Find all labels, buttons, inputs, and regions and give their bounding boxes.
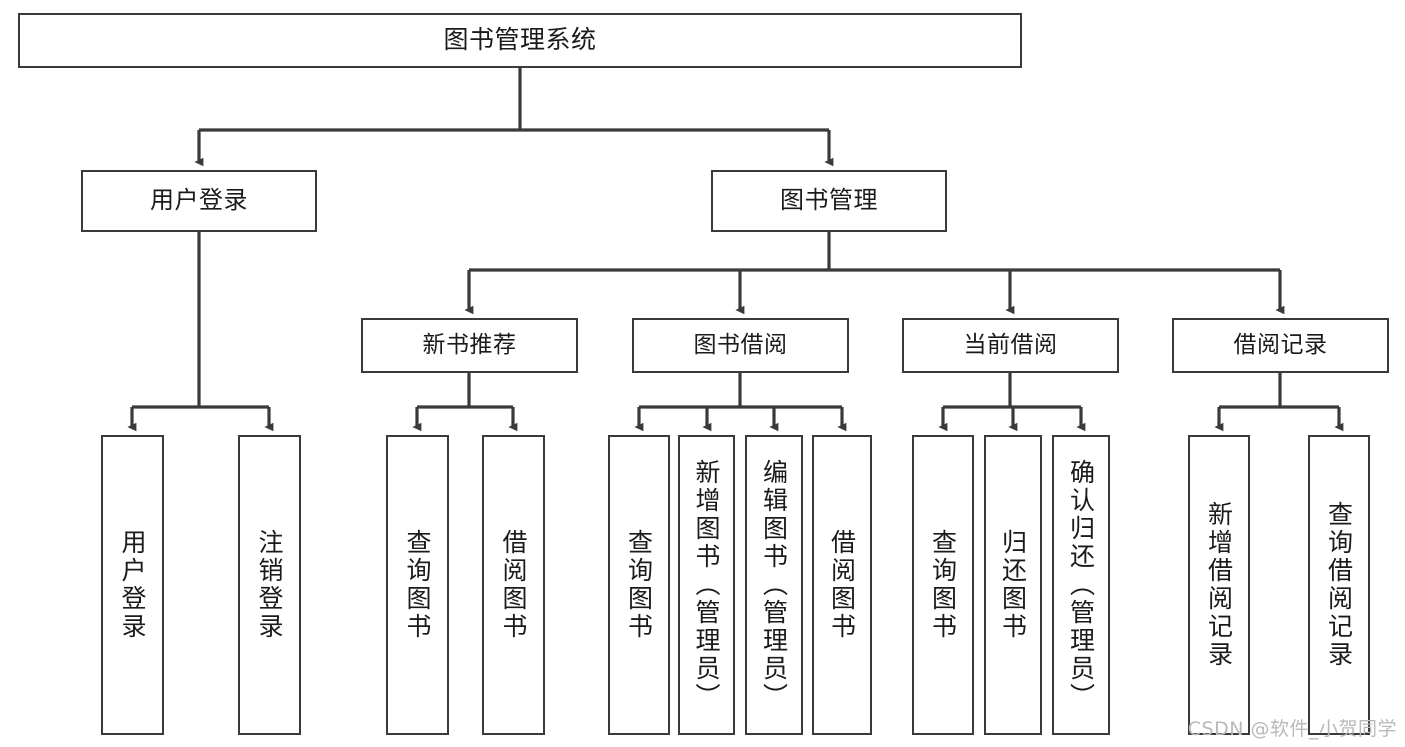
node-borrow-record[interactable]: 借阅记录: [1172, 318, 1389, 373]
node-borrow-record-label: 借阅记录: [1233, 332, 1328, 359]
node-book-borrow[interactable]: 图书借阅: [632, 318, 849, 373]
node-leaf-return-book-label: 归还图书: [998, 529, 1028, 641]
node-leaf-confirm-return-label: 确认归还（管理员）: [1066, 459, 1096, 711]
watermark-text: CSDN @软件_小贺同学: [1187, 718, 1397, 740]
node-leaf-add-record[interactable]: 新增借阅记录: [1188, 435, 1250, 735]
node-leaf-edit-book-label: 编辑图书（管理员）: [759, 459, 789, 711]
node-leaf-borrow-book-rec[interactable]: 借阅图书: [482, 435, 545, 735]
node-book-manage-label: 图书管理: [780, 186, 878, 215]
node-leaf-borrow-book-brw[interactable]: 借阅图书: [812, 435, 872, 735]
node-leaf-add-record-label: 新增借阅记录: [1204, 501, 1234, 669]
node-new-book-recommend[interactable]: 新书推荐: [361, 318, 578, 373]
node-leaf-query-book-brw[interactable]: 查询图书: [608, 435, 670, 735]
node-root-label: 图书管理系统: [443, 25, 597, 55]
node-leaf-user-login[interactable]: 用户登录: [101, 435, 164, 735]
node-leaf-query-book-cur[interactable]: 查询图书: [912, 435, 974, 735]
node-book-manage[interactable]: 图书管理: [711, 170, 947, 232]
node-leaf-query-book-brw-label: 查询图书: [624, 529, 654, 641]
node-leaf-logout-label: 注销登录: [255, 529, 284, 641]
node-leaf-query-book-rec[interactable]: 查询图书: [386, 435, 449, 735]
node-leaf-edit-book[interactable]: 编辑图书（管理员）: [745, 435, 803, 735]
node-leaf-query-book-cur-label: 查询图书: [928, 529, 958, 641]
node-leaf-query-record-label: 查询借阅记录: [1324, 501, 1354, 669]
node-leaf-query-record[interactable]: 查询借阅记录: [1308, 435, 1370, 735]
node-leaf-logout[interactable]: 注销登录: [238, 435, 301, 735]
node-leaf-borrow-book-brw-label: 借阅图书: [827, 529, 857, 641]
node-current-borrow[interactable]: 当前借阅: [902, 318, 1119, 373]
node-leaf-user-login-label: 用户登录: [118, 529, 147, 641]
node-leaf-confirm-return[interactable]: 确认归还（管理员）: [1052, 435, 1110, 735]
node-leaf-borrow-book-rec-label: 借阅图书: [499, 529, 528, 641]
node-leaf-add-book[interactable]: 新增图书（管理员）: [678, 435, 735, 735]
node-leaf-query-book-rec-label: 查询图书: [403, 529, 432, 641]
node-user-login-label: 用户登录: [150, 186, 248, 215]
node-leaf-return-book[interactable]: 归还图书: [984, 435, 1042, 735]
node-book-borrow-label: 图书借阅: [693, 332, 788, 359]
node-user-login[interactable]: 用户登录: [81, 170, 317, 232]
node-root[interactable]: 图书管理系统: [18, 13, 1022, 68]
node-current-borrow-label: 当前借阅: [963, 332, 1058, 359]
node-new-book-recommend-label: 新书推荐: [422, 332, 517, 359]
node-leaf-add-book-label: 新增图书（管理员）: [692, 459, 721, 711]
